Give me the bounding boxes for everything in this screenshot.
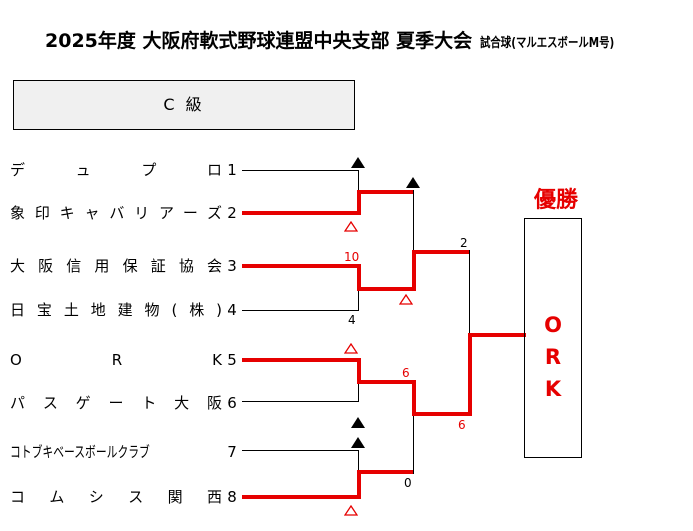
line-r2-m2-bottom [357, 470, 414, 474]
team-seed-7: 7 [227, 443, 237, 461]
triangle-marker-r1-m1 [351, 157, 365, 168]
line-r2-m1-top [357, 190, 414, 194]
conn-r2-m1-winner [412, 250, 416, 291]
team-seed-6: 6 [227, 394, 237, 412]
score-final-bottom: 6 [458, 418, 466, 432]
team-seed-4: 4 [227, 301, 237, 319]
team-name-3: 大阪信用保証協会 [10, 257, 222, 275]
triangle-marker-r1-m3 [351, 417, 365, 428]
open-triangle-r1-m1 [343, 219, 359, 232]
team-name-8: コムシス関西 [10, 488, 222, 506]
page-title-sub: 試合球(マルエスボールM号) [480, 36, 615, 51]
team-name-5: O R K [10, 351, 222, 369]
conn-final-winner [468, 333, 472, 416]
score-r2-m2-bottom: 0 [404, 476, 412, 490]
team-seed-1: 1 [227, 161, 237, 179]
score-final-top: 2 [460, 236, 468, 250]
triangle-marker-r2-m1 [406, 177, 420, 188]
line-r2-m1-bottom [357, 287, 414, 291]
champion-label: 優勝 [533, 188, 578, 213]
conn-r2-m1-loser [413, 190, 414, 252]
line-r1-team1 [242, 170, 359, 171]
conn-r1-m3-winner [357, 358, 361, 383]
line-semi-top [412, 250, 469, 254]
champion-name-char-2: R [544, 345, 562, 369]
class-box-label: C 級 [163, 95, 205, 114]
line-r2-m2-top [357, 380, 414, 384]
line-r1-team5-winner [242, 358, 361, 362]
team-name-1: デュプロ [10, 161, 222, 179]
team-seed-8: 8 [227, 488, 237, 506]
champion-name-char-3: K [544, 377, 562, 401]
class-box: C 級 [13, 80, 355, 130]
conn-r2-m2-winner [412, 380, 416, 415]
line-r1-team6 [242, 401, 359, 402]
line-r1-team3-winner [242, 264, 361, 268]
line-r1-team2-winner [242, 211, 361, 215]
open-triangle-r2-m1 [398, 292, 414, 305]
line-r1-team4 [242, 310, 359, 311]
conn-r2-m2-loser [413, 412, 414, 474]
triangle-marker-r1-m4 [351, 437, 365, 448]
team-name-6: パスゲート大阪 [10, 394, 222, 412]
conn-r1-m2-winner [357, 264, 361, 290]
score-r1-m2-bottom: 4 [348, 313, 356, 327]
champion-name: O R K [525, 309, 581, 405]
line-final-to-champion [468, 333, 526, 337]
conn-r1-m4-winner [357, 470, 361, 496]
conn-final-loser [469, 250, 470, 336]
line-r1-team8-winner [242, 495, 361, 499]
team-name-2: 象印キャバリアーズ [10, 204, 222, 222]
team-name-7: コトブキベースボールクラブ [10, 443, 150, 461]
line-r1-team7 [242, 450, 359, 451]
champion-name-char-1: O [544, 313, 562, 337]
open-triangle-r1-m3 [343, 341, 359, 354]
page-title: 2025年度 大阪府軟式野球連盟中央支部 夏季大会試合球(マルエスボールM号) [0, 26, 693, 53]
open-triangle-r1-m4 [343, 503, 359, 516]
conn-r1-m1-winner [357, 190, 361, 215]
team-seed-5: 5 [227, 351, 237, 369]
champion-box: O R K [524, 218, 582, 458]
team-name-4: 日宝土地建物(株) [10, 301, 222, 319]
page-title-main: 2025年度 大阪府軟式野球連盟中央支部 夏季大会 [45, 30, 473, 52]
team-seed-3: 3 [227, 257, 237, 275]
score-r2-m2-top: 6 [402, 366, 410, 380]
score-r1-m2-top: 10 [344, 250, 360, 264]
team-seed-2: 2 [227, 204, 237, 222]
line-semi-bottom [412, 412, 469, 416]
